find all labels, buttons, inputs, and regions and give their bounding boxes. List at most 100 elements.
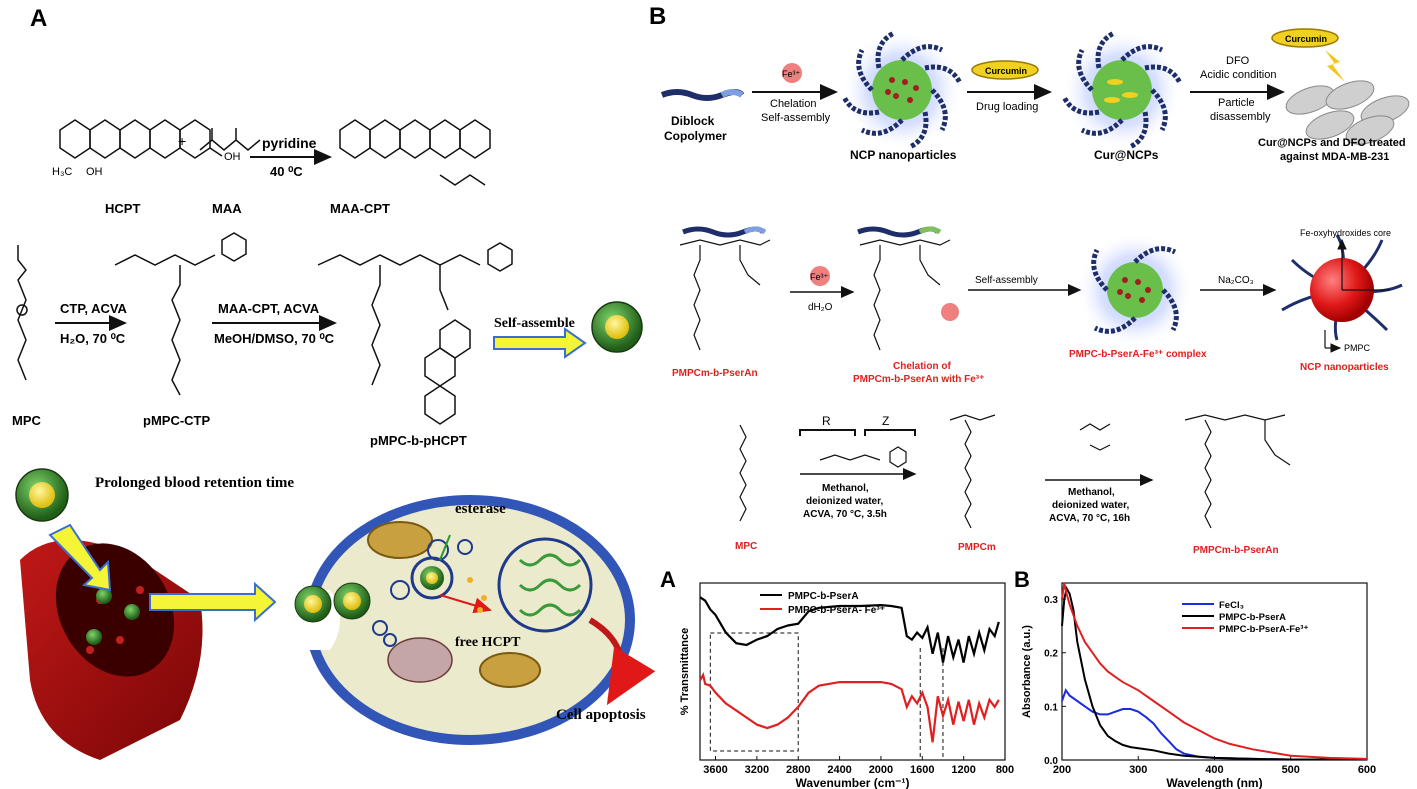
pmpcm-label: PMPCm xyxy=(958,542,996,553)
chart-b-ytick-label: 0.2 xyxy=(1044,649,1058,660)
chart-a-xlabel: Wavenumber (cm⁻¹) xyxy=(796,776,910,789)
chart-a-highlight-box xyxy=(709,632,799,752)
chart-a-xtick-label: 2400 xyxy=(827,764,851,776)
meoh-label: MeOH/DMSO, 70 ⁰C xyxy=(214,331,335,346)
fe-ion-icon-2 xyxy=(810,266,830,286)
chart-b-xtick-label: 200 xyxy=(1053,764,1071,776)
chelation-label: Chelation xyxy=(770,98,816,110)
self-assembly-label: Self-assembly xyxy=(761,112,831,124)
self-assembly-label-2: Self-assembly xyxy=(975,275,1038,286)
chart-b-legend-label: FeCl₃ xyxy=(1219,600,1244,611)
complex-label: PMPC-b-PserA-Fe³⁺ complex xyxy=(1069,349,1207,360)
fe-label: Fe³⁺ xyxy=(782,69,801,79)
copolymer-label: Copolymer xyxy=(664,129,727,143)
chart-b-xlabel: Wavelength (nm) xyxy=(1166,776,1262,789)
chart-a-xtick-label: 1600 xyxy=(910,764,934,776)
chart-a-ylabel: % Transmittance xyxy=(679,628,691,715)
cond2b: deionized water, xyxy=(1052,500,1129,511)
chart-a-legend-label: PMPC-b-PserA- Fe³⁺ xyxy=(788,605,885,616)
acidic-label: Acidic condition xyxy=(1200,69,1276,81)
pmpc-pserA-label: PMPCm-b-PserAn xyxy=(672,368,758,379)
chart-b-xtick-label: 300 xyxy=(1129,764,1147,776)
chart-b-xtick-label: 600 xyxy=(1358,764,1376,776)
cond1c: ACVA, 70 °C, 3.5h xyxy=(803,509,887,520)
apoptosis-arrow xyxy=(588,617,656,706)
dh2o-label: dH₂O xyxy=(808,302,833,313)
chart-b-series-line xyxy=(1061,688,1367,761)
maa-structure xyxy=(199,128,261,151)
pmpc-ctp-label: pMPC-CTP xyxy=(143,413,210,428)
pmpc-ctp-structure xyxy=(114,232,247,396)
panel-a-letter: A xyxy=(30,5,47,32)
curcumin-pill xyxy=(971,60,1039,80)
chart-b-letter: B xyxy=(1014,567,1030,592)
drug-loading-label: Drug loading xyxy=(976,101,1038,113)
curcumin-label: Curcumin xyxy=(985,66,1027,76)
hcpt-structure xyxy=(59,119,223,159)
curcumin-label-2: Curcumin xyxy=(1285,34,1327,44)
r-bracket xyxy=(799,429,856,436)
chart-a-xtick-label: 800 xyxy=(996,764,1014,776)
fe-ion-icon xyxy=(782,63,802,83)
hcpt-ethyl: H₃C xyxy=(52,166,72,178)
hcpt-label: HCPT xyxy=(105,201,140,216)
final-copolymer-structure xyxy=(1184,414,1291,529)
plus-sign: + xyxy=(178,133,186,149)
z-label: Z xyxy=(882,414,889,428)
self-assemble-label: Self-assemble xyxy=(494,316,575,331)
chart-a-xtick-label: 3600 xyxy=(703,764,727,776)
esterase-label: esterase xyxy=(455,501,506,517)
cond2c: ACVA, 70 °C, 16h xyxy=(1049,513,1130,524)
chart-a-legend-label: PMPC-b-PserA xyxy=(788,591,859,602)
cond1b: deionized water, xyxy=(806,496,883,507)
maacpt-acva-label: MAA-CPT, ACVA xyxy=(218,301,320,316)
treated-label-1: Cur@NCPs and DFO treated xyxy=(1258,137,1406,149)
maa-label: MAA xyxy=(212,201,242,216)
ncp-label-2: NCP nanoparticles xyxy=(1300,362,1389,373)
diblock-copolymer-icon xyxy=(660,89,745,101)
temp-label: 40 ⁰C xyxy=(270,164,303,179)
treated-label-2: against MDA-MB-231 xyxy=(1280,151,1389,163)
micelle-icon xyxy=(591,301,643,353)
cell xyxy=(292,495,635,745)
chart-a-xtick-label: 1200 xyxy=(951,764,975,776)
serine-acrylate-structure xyxy=(1079,423,1111,451)
particle-label: Particle xyxy=(1218,97,1255,109)
cur-ncp-icon xyxy=(1061,30,1183,150)
apoptosis-label: Cell apoptosis xyxy=(556,707,646,723)
pmpc-pserA-structure xyxy=(679,226,771,351)
na2co3-label: Na₂CO₃ xyxy=(1218,275,1254,286)
mpc-label-2: MPC xyxy=(735,541,757,552)
ncp-label: NCP nanoparticles xyxy=(850,148,957,162)
mpc-structure xyxy=(16,245,28,381)
chart-b-ytick-label: 0.0 xyxy=(1044,756,1058,767)
chart-a-series-line xyxy=(699,596,1000,663)
ncp-nanoparticle-icon xyxy=(841,30,963,150)
chelated-polymer-structure xyxy=(857,226,959,351)
chart-a-series-line xyxy=(699,672,1000,743)
z-bracket xyxy=(864,429,916,436)
chart-a-letter: A xyxy=(660,567,676,592)
chart-b-xtick-label: 400 xyxy=(1205,764,1223,776)
maacpt-label: MAA-CPT xyxy=(330,201,390,216)
chelation-of-label-1: Chelation of xyxy=(893,361,951,372)
pyridine-label: pyridine xyxy=(262,135,317,151)
vessel-exit-arrow xyxy=(149,581,277,623)
chart-a-xtick-label: 3200 xyxy=(745,764,769,776)
chart-a-frame xyxy=(699,582,1006,761)
chart-b-ylabel: Absorbance (a.u.) xyxy=(1021,625,1033,718)
cond1a: Methanol, xyxy=(822,483,869,494)
complex-nanoparticle-icon xyxy=(1077,232,1193,348)
free-hcpt-label: free HCPT xyxy=(455,635,521,650)
self-assemble-arrow xyxy=(493,327,587,359)
cur-ncps-label: Cur@NCPs xyxy=(1094,148,1159,162)
pmpc-b-phcpt-label: pMPC-b-pHCPT xyxy=(370,433,467,448)
maacpt-structure xyxy=(339,119,491,186)
chart-b-ytick-label: 0.3 xyxy=(1044,595,1058,606)
chart-a-xtick-label: 2000 xyxy=(869,764,893,776)
cancer-cells-icon xyxy=(1285,80,1410,145)
r-label: R xyxy=(822,414,831,428)
